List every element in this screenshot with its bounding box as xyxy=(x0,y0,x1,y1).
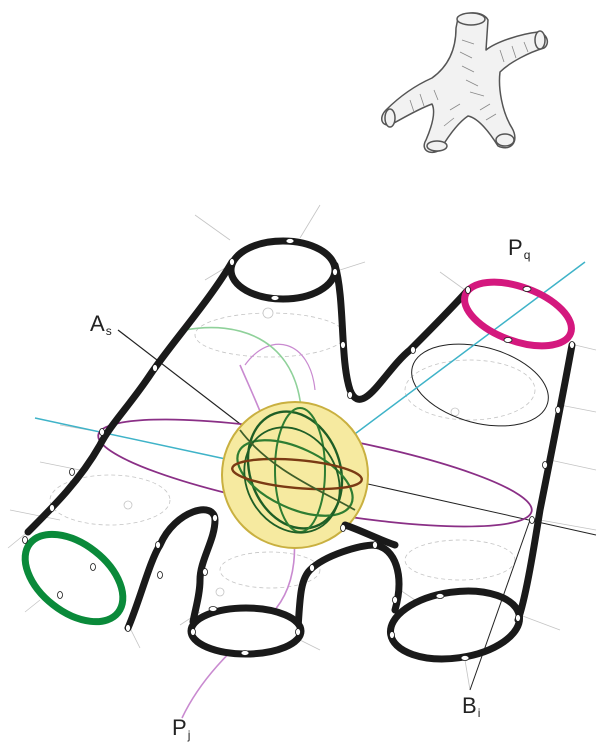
branching-tube-sketch-icon xyxy=(382,13,548,152)
label-p-q: Pq xyxy=(508,235,530,262)
label-p-j: Pj xyxy=(172,715,190,742)
label-a-s: As xyxy=(90,311,112,338)
top-ring xyxy=(231,241,335,299)
bi-ring xyxy=(386,583,524,666)
bottom-middle-ring xyxy=(191,608,301,654)
pink-arc xyxy=(245,344,315,390)
label-b-i: Bi xyxy=(462,693,480,720)
